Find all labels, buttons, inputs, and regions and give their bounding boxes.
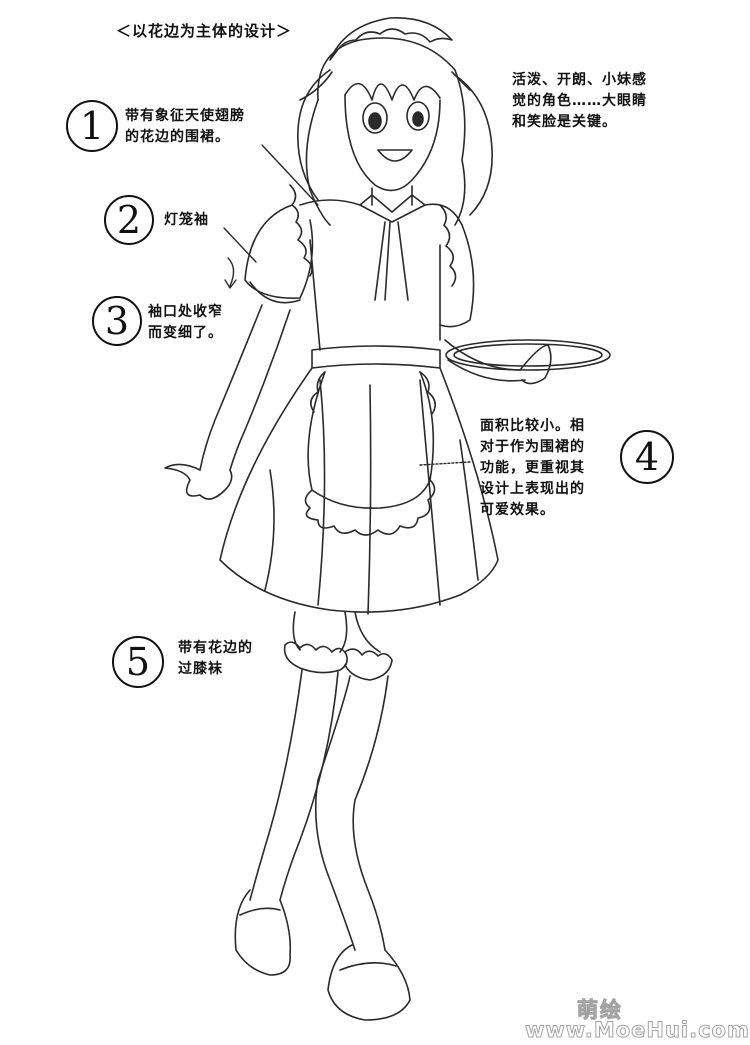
waistband <box>311 345 441 369</box>
callout-4-number: 4 <box>620 430 674 484</box>
left-hand <box>164 463 233 500</box>
smile <box>377 149 413 162</box>
leader-line-4 <box>419 461 471 466</box>
left-leg <box>249 669 339 901</box>
callout-1-text: 带有象征天使翅膀 的花边的围裙。 <box>125 108 245 145</box>
apron <box>307 371 435 509</box>
headdress <box>329 17 453 61</box>
callout-3-text: 袖口处收窄 而变细了。 <box>148 304 223 341</box>
right-twintail <box>454 74 493 216</box>
callout-3-number: 3 <box>92 296 142 346</box>
hair <box>317 37 466 226</box>
watermark-site-name: 萌绘 <box>577 998 623 1023</box>
watermark-url: www.MoeHui.com <box>525 1018 750 1043</box>
right-eye <box>406 101 430 131</box>
puff-sleeve <box>244 204 314 299</box>
callout-5-number-text: 5 <box>125 640 151 684</box>
page-title: ＜以花边为主体的设计＞ <box>116 22 293 40</box>
callout-4-number-text: 4 <box>634 435 660 479</box>
callout-3-number-text: 3 <box>104 299 130 343</box>
callout-4-text: 面积比较小。相 对于作为围裙的 功能，更重视其 设计上表现出的 可爱效果。 <box>480 418 585 518</box>
callout-2-number-text: 2 <box>116 198 142 242</box>
left-eye <box>362 102 388 134</box>
face <box>344 94 441 192</box>
left-shoe <box>234 889 292 976</box>
shoulder-frill-left <box>289 184 313 277</box>
collar <box>359 194 426 223</box>
leader-line-3 <box>227 257 235 287</box>
bloomers-right <box>354 611 381 653</box>
right-shoe <box>327 944 411 1021</box>
right-leg <box>314 675 389 951</box>
leader-line-1 <box>261 144 319 206</box>
callout-1-number: 1 <box>66 100 118 152</box>
leader-line-2 <box>223 227 257 263</box>
apron-frill <box>304 479 436 536</box>
callout-2-number: 2 <box>104 195 154 245</box>
tray <box>445 339 611 371</box>
callout-2-text: 灯笼袖 <box>164 212 209 228</box>
torso <box>299 199 463 226</box>
callout-5-text: 带有花边的 过膝袜 <box>178 640 253 677</box>
callout-5-number: 5 <box>112 636 164 688</box>
shoulder-frill-right <box>439 204 457 287</box>
callout-1-number-text: 1 <box>79 104 105 148</box>
left-twintail <box>297 69 331 201</box>
right-hand <box>519 344 552 385</box>
character-note: 活泼、开朗、小妹感 觉的角色……大眼睛 和笑脸是关键。 <box>512 72 647 130</box>
skirt <box>219 367 499 613</box>
left-arm <box>199 304 263 471</box>
